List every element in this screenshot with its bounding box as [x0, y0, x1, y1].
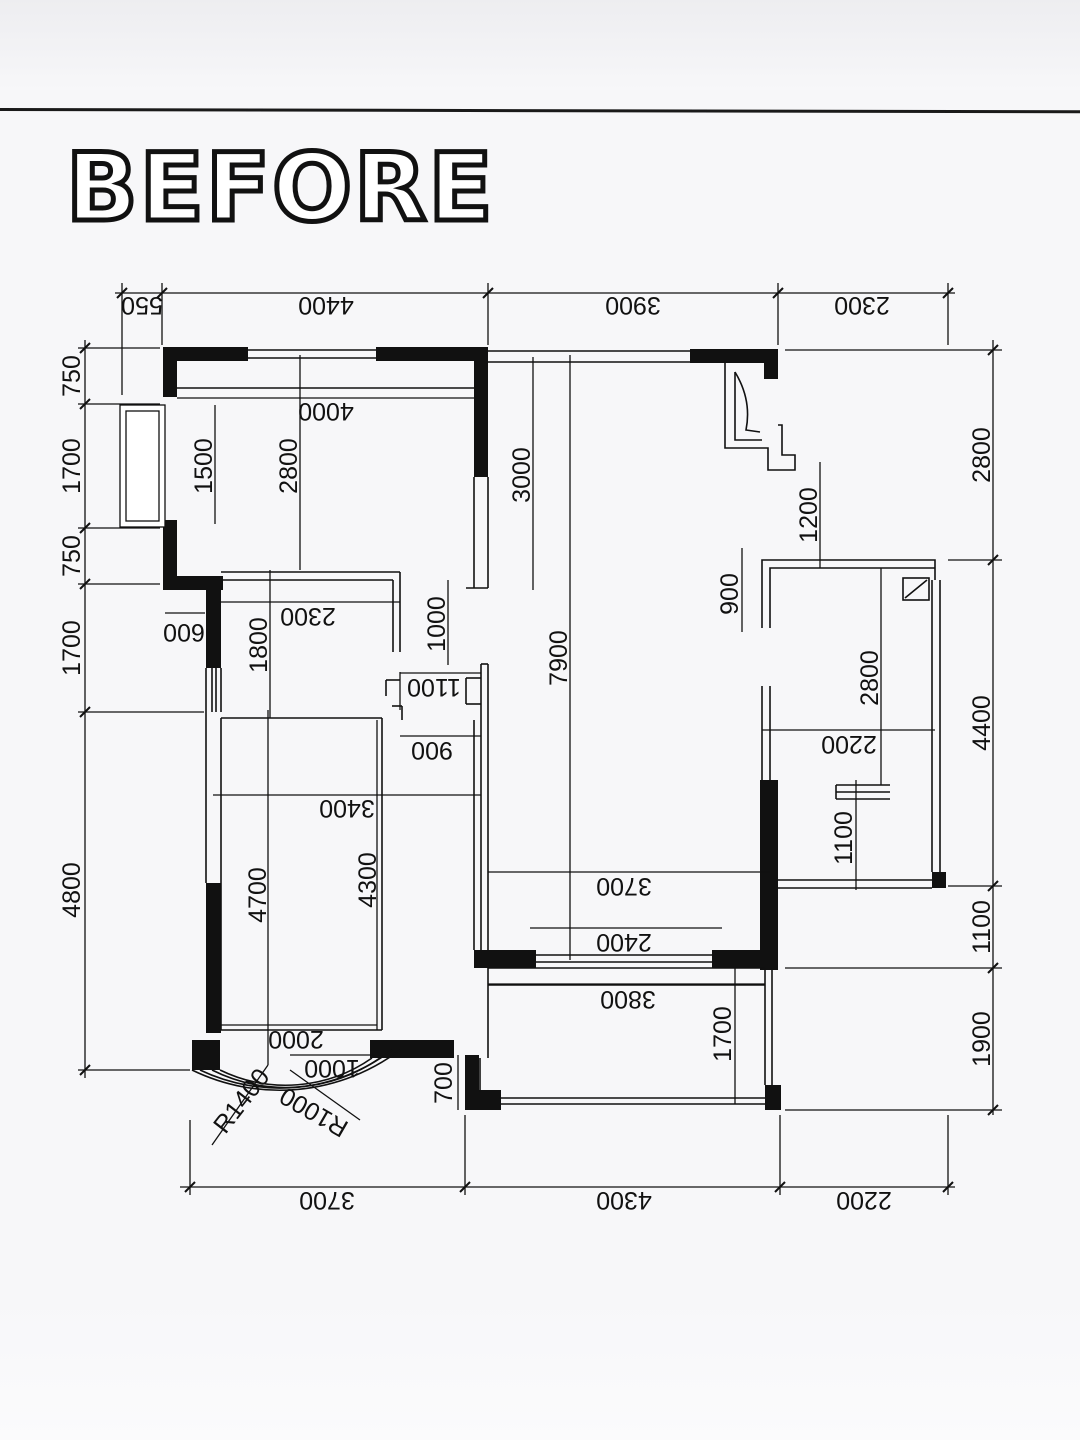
dim-living-width: 3700	[596, 872, 652, 900]
dim-left-1700a: 1700	[58, 438, 86, 494]
dim-bedroom2-inner: 4300	[354, 852, 382, 908]
dim-kitchen-900: 900	[716, 573, 744, 615]
walls	[163, 347, 946, 1110]
dimension-ticks	[79, 287, 999, 1193]
dim-door-1100: 1100	[407, 673, 461, 701]
dim-balcony-700: 700	[430, 1062, 458, 1104]
dim-right-1100: 1100	[968, 900, 996, 954]
dim-kitchen-1100: 1100	[830, 811, 858, 865]
dim-left-750a: 750	[58, 355, 86, 397]
dim-top-3900: 3900	[605, 291, 661, 319]
dim-right-1900: 1900	[968, 1011, 996, 1067]
dim-bay-1000: 1000	[304, 1054, 360, 1082]
dim-bay-2000: 2000	[268, 1025, 324, 1053]
dim-radius-inner: R1000	[275, 1081, 353, 1142]
dim-kitchen-2800: 2800	[856, 650, 884, 706]
dim-balcony-depth: 1700	[709, 1006, 737, 1062]
dim-right-2800: 2800	[968, 427, 996, 483]
dim-bedroom2-width: 3400	[319, 794, 375, 822]
dim-balcony-door: 2400	[596, 928, 652, 956]
thin-walls	[119, 349, 941, 1105]
dim-bedroom-width: 4000	[298, 397, 354, 425]
dim-left-4800: 4800	[58, 862, 86, 918]
dim-kitchen-1200: 1200	[795, 487, 823, 543]
dim-right-4400: 4400	[968, 695, 996, 751]
dim-hall-height: 1800	[245, 617, 273, 673]
dim-radius-outer: R1400	[208, 1063, 275, 1138]
dim-balcony-width: 3800	[600, 985, 656, 1013]
dim-top-550: 550	[121, 291, 163, 319]
dim-bottom-3700: 3700	[299, 1186, 355, 1214]
dim-kitchen-2200: 2200	[821, 730, 877, 758]
dim-left-750b: 750	[58, 535, 86, 577]
dim-small-600: 600	[163, 618, 205, 646]
dim-bottom-2200: 2200	[836, 1186, 892, 1214]
dim-bottom-4300: 4300	[596, 1186, 652, 1214]
dim-door-900: 900	[411, 736, 453, 764]
dim-top-4400: 4400	[298, 291, 354, 319]
page-title: BEFORE	[64, 132, 496, 232]
dim-living-upper: 3000	[508, 447, 536, 503]
title-text: BEFORE	[66, 134, 495, 232]
dim-left-1700b: 1700	[58, 620, 86, 676]
dim-door-1000: 1000	[423, 596, 451, 652]
dimension-lines	[78, 283, 1002, 1195]
dim-bedroom2-outer: 4700	[244, 867, 272, 923]
dimension-labels: 550 4400 3900 2300 3700 4300 2200 750 17…	[58, 291, 996, 1214]
dim-top-2300: 2300	[834, 291, 890, 319]
dim-living-height: 7900	[545, 630, 573, 686]
dim-hall-width: 2300	[280, 602, 336, 630]
dim-bay-window: 1500	[190, 438, 218, 494]
dim-bedroom-height: 2800	[275, 438, 303, 494]
